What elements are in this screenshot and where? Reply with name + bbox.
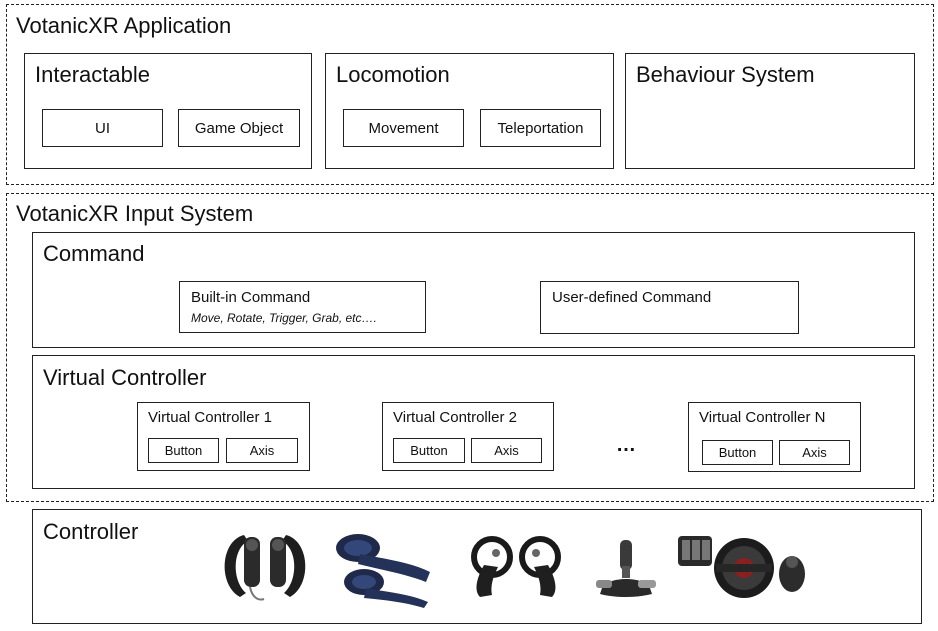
ui-box: UI (42, 109, 163, 147)
teleportation-label: Teleportation (497, 119, 584, 137)
command-panel: Command Built-in Command Move, Rotate, T… (32, 232, 915, 348)
vc2-button-box: Button (393, 438, 465, 463)
interactable-title: Interactable (35, 62, 150, 87)
racing-wheel-and-pedals-icon (678, 536, 805, 598)
virtual-controller-n-title: Virtual Controller N (699, 409, 826, 426)
game-object-box: Game Object (178, 109, 300, 147)
virtual-controller-title: Virtual Controller (43, 365, 207, 390)
virtual-controller-panel: Virtual Controller Virtual Controller 1 … (32, 355, 915, 489)
movement-label: Movement (368, 119, 439, 137)
behaviour-system-panel: Behaviour System (625, 53, 915, 169)
input-system-layer: VotanicXR Input System (6, 193, 934, 502)
interactable-panel: Interactable UI Game Object (24, 53, 312, 169)
application-layer: VotanicXR Application (6, 4, 934, 185)
valve-index-controllers-icon (224, 535, 306, 601)
virtual-controller-2-title: Virtual Controller 2 (393, 409, 517, 426)
builtin-command-title: Built-in Command (191, 289, 311, 306)
virtual-controller-n: Virtual Controller N Button Axis (688, 402, 861, 472)
vc1-button-box: Button (148, 438, 219, 463)
teleportation-box: Teleportation (480, 109, 601, 147)
more-controllers-ellipsis: … (616, 434, 637, 456)
builtin-command-examples: Move, Rotate, Trigger, Grab, etc…. (191, 311, 377, 325)
builtin-command-box: Built-in Command Move, Rotate, Trigger, … (179, 281, 426, 333)
flight-joystick-icon (596, 540, 656, 597)
virtual-controller-2: Virtual Controller 2 Button Axis (382, 402, 554, 471)
user-defined-command-title: User-defined Command (552, 289, 712, 306)
locomotion-title: Locomotion (336, 62, 450, 87)
locomotion-panel: Locomotion Movement Teleportation (325, 53, 614, 169)
virtual-controller-1-title: Virtual Controller 1 (148, 409, 272, 426)
oculus-touch-controllers-icon (471, 536, 561, 597)
vcn-button-box: Button (702, 440, 773, 465)
vc2-axis-box: Axis (471, 438, 542, 463)
game-object-label: Game Object (194, 119, 284, 137)
user-defined-command-box: User-defined Command (540, 281, 799, 334)
behaviour-system-title: Behaviour System (636, 62, 815, 87)
application-title: VotanicXR Application (16, 13, 232, 38)
virtual-controller-1: Virtual Controller 1 Button Axis (137, 402, 310, 471)
movement-box: Movement (343, 109, 464, 147)
command-title: Command (43, 241, 145, 266)
vcn-axis-box: Axis (779, 440, 850, 465)
controller-title: Controller (43, 519, 139, 544)
ui-label: UI (95, 119, 110, 137)
vive-controllers-icon (336, 534, 430, 608)
vc1-axis-box: Axis (226, 438, 298, 463)
input-system-title: VotanicXR Input System (16, 201, 254, 226)
